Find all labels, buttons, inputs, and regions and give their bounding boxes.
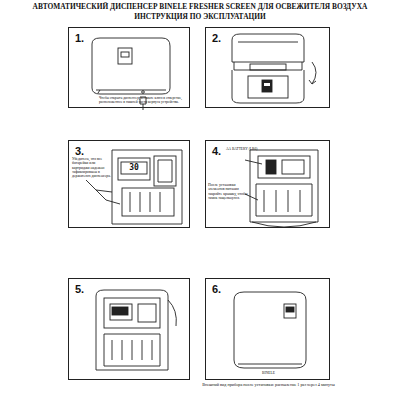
- sheet-title: АВТОМАТИЧЕСКИЙ ДИСПЕНСЕР BINELE FRESHER …: [20, 3, 380, 11]
- device-label: BINELE: [236, 371, 301, 375]
- step-number: 6.: [212, 283, 232, 296]
- opening-dispenser: [232, 34, 316, 103]
- step-panel: 6.BINELEВнешний вид прибора после устано…: [205, 278, 330, 380]
- step-panel: 2.: [205, 27, 330, 108]
- assembled-dispenser: [234, 292, 306, 368]
- instruction-note: Внешний вид прибора после установки: рас…: [186, 383, 351, 388]
- step-panel: 1. Чтобы открыть диспенсер, вставьте ключ…: [68, 27, 190, 108]
- open-dispenser: [96, 290, 176, 370]
- display-reading: 30: [121, 162, 147, 174]
- battery-compartment: [86, 150, 182, 224]
- instruction-note: Чтобы открыть диспенсер, вставьте ключ в…: [99, 96, 187, 104]
- battery-insertion: [245, 150, 318, 227]
- step-number: 2.: [212, 32, 232, 45]
- step-panel: 3.Убедитесь, что все батарейки или картр…: [68, 140, 190, 228]
- step-number: 5.: [75, 283, 95, 296]
- instruction-note: Убедитесь, что все батарейки или картрид…: [72, 157, 112, 179]
- step-number: 1.: [75, 32, 95, 45]
- step-panel: 5.: [68, 278, 190, 380]
- sheet-subtitle: ИНСТРУКЦИЯ ПО ЭКСПЛУАТАЦИИ: [20, 13, 380, 22]
- instruction-note: После установки элементов питания закрой…: [208, 183, 248, 200]
- step-number: 3.: [75, 145, 95, 158]
- step-panel: 4.AA BATTERY (LR6) После установки элемен…: [205, 140, 330, 228]
- step-number: 4.: [212, 145, 232, 158]
- device-label: AA BATTERY (LR6): [226, 147, 262, 151]
